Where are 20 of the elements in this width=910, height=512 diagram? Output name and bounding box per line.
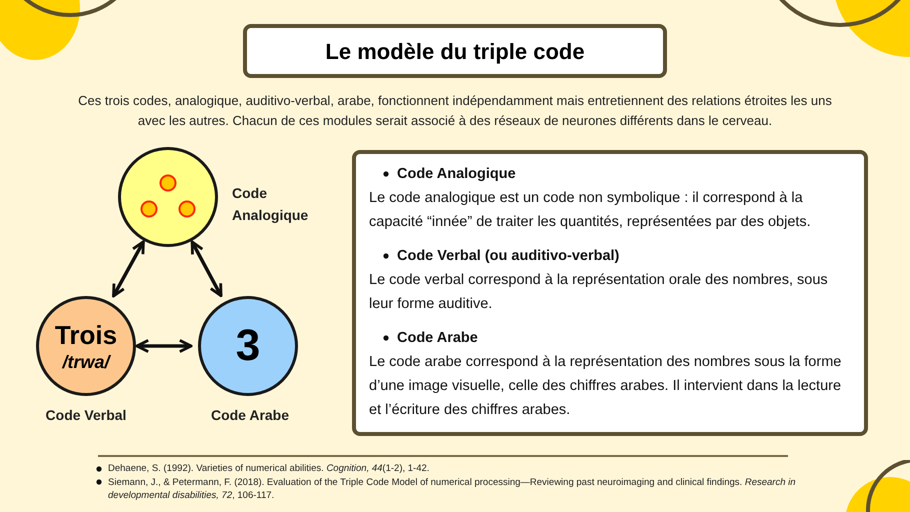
section-heading: Code Verbal (ou auditivo-verbal) [397, 247, 620, 266]
section-text: Le code arabe correspond à la représentation des nombres sous la forme d’une image visuelle, celle des chiffres arabes. Il intervient dans la lecture et l’écriture des chiffres arabes. [369, 353, 842, 420]
section-text: Le code analogique est un code non symbolique : il correspond à la capacité “innée” de traiter les quantités, représentées par des objets. [369, 189, 812, 232]
double-arrow [112, 240, 145, 298]
node-caption: Code Verbal [44, 406, 128, 425]
text-panel [352, 150, 868, 436]
reference-text: Dehaene, S. (1992). Varieties of numerical abilities. Cognition, 44(1-2), 1-42. [108, 462, 430, 476]
phonetic-text: /trwa/ [62, 351, 110, 374]
section-heading: Code Arabe [397, 329, 478, 348]
reference-text: Siemann, J., & Petermann, F. (2018). Evaluation of the Triple Code Model of numerical processing—Reviewing past neuroimaging and clinical findings. Research in developmental disabilities, 72, 106-117. [108, 476, 796, 502]
node-caption: Code Analogique [232, 184, 310, 225]
double-arrow [136, 339, 192, 353]
node-text: 3 [236, 324, 260, 368]
section-text: Le code verbal correspond à la représentation orale des nombres, sous leur forme auditive. [369, 271, 829, 314]
section-heading: Code Analogique [397, 165, 516, 184]
node-caption: Code Arabe [210, 406, 290, 425]
intro-paragraph: Ces trois codes, analogique, auditivo-verbal, arabe, fonctionnent indépendamment mais entretiennent des relations étroites les uns avec les autres. Chacun de ces modules serait associé à des réseaux de neurones différents dans le cerveau. [77, 92, 833, 130]
node-text: Trois [54, 318, 118, 351]
double-arrow [190, 240, 223, 298]
title: Le modèle du triple code [325, 38, 585, 66]
